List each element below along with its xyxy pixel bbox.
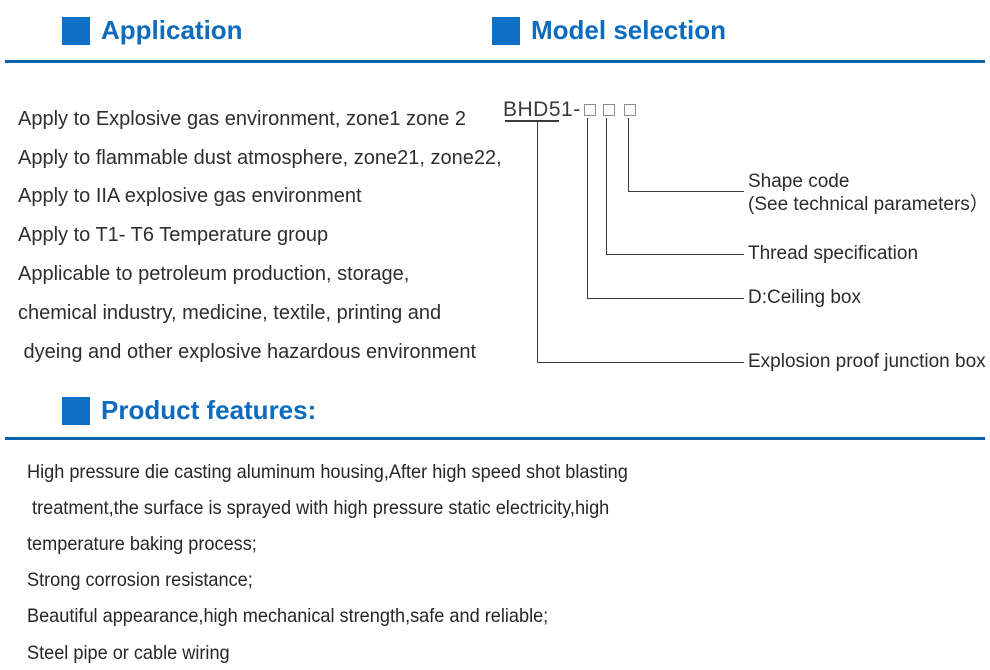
application-text-line: Apply to flammable dust atmosphere, zone… (18, 146, 502, 169)
connector-ceiling-box-line (587, 118, 744, 299)
section-title-application: Application (101, 15, 243, 45)
application-text-line: Apply to T1- T6 Temperature group (18, 224, 329, 247)
application-text-line: dyeing and other explosive hazardous env… (18, 340, 477, 363)
application-text-line: Apply to Explosive gas environment, zone… (18, 107, 467, 130)
section-header-application: Application (62, 15, 243, 46)
section-divider-features (5, 437, 985, 440)
label-shape-code: Shape code (See technical parameters） (748, 170, 989, 216)
model-code: BHD51- (503, 98, 636, 122)
feature-text-line: Steel pipe or cable wiring (27, 641, 230, 664)
feature-text-line: High pressure die casting aluminum housi… (27, 460, 628, 483)
section-title-model-selection: Model selection (531, 15, 727, 45)
section-title-product-features: Product features: (101, 395, 317, 425)
label-ceiling-box: D:Ceiling box (748, 287, 861, 308)
model-placeholder-box-icon (623, 104, 636, 116)
model-code-text: BHD51- (503, 98, 581, 121)
model-code-underline (505, 120, 559, 122)
product-features-block: High pressure die casting aluminum housi… (27, 454, 673, 670)
application-text-line: Applicable to petroleum production, stor… (18, 263, 410, 286)
label-junction-box: Explosion proof junction box (748, 351, 986, 372)
label-shape-code-title: Shape code (748, 171, 850, 192)
label-thread-specification: Thread specification (748, 243, 919, 264)
feature-text-line: temperature baking process; (27, 532, 257, 555)
section-bullet-icon (492, 16, 520, 45)
feature-text-line: treatment,the surface is sprayed with hi… (27, 496, 610, 519)
label-shape-code-note: (See technical parameters） (748, 194, 989, 215)
section-header-product-features: Product features: (62, 395, 316, 426)
feature-text-line: Beautiful appearance,high mechanical str… (27, 605, 549, 628)
model-placeholder-box-icon (583, 104, 596, 116)
application-text-block: Apply to Explosive gas environment, zone… (18, 100, 502, 372)
feature-text-line: Strong corrosion resistance; (27, 569, 253, 592)
section-bullet-icon (62, 396, 90, 425)
application-text-line: chemical industry, medicine, textile, pr… (18, 301, 442, 324)
application-text-line: Apply to IIA explosive gas environment (18, 185, 362, 208)
connector-junction-box-line (537, 122, 744, 363)
model-placeholder-box-icon (602, 104, 615, 116)
connector-shape-code-line (628, 118, 744, 192)
section-divider-top (5, 60, 985, 63)
section-header-model-selection: Model selection (492, 15, 726, 46)
section-bullet-icon (62, 16, 90, 45)
connector-thread-spec-line (606, 118, 744, 255)
